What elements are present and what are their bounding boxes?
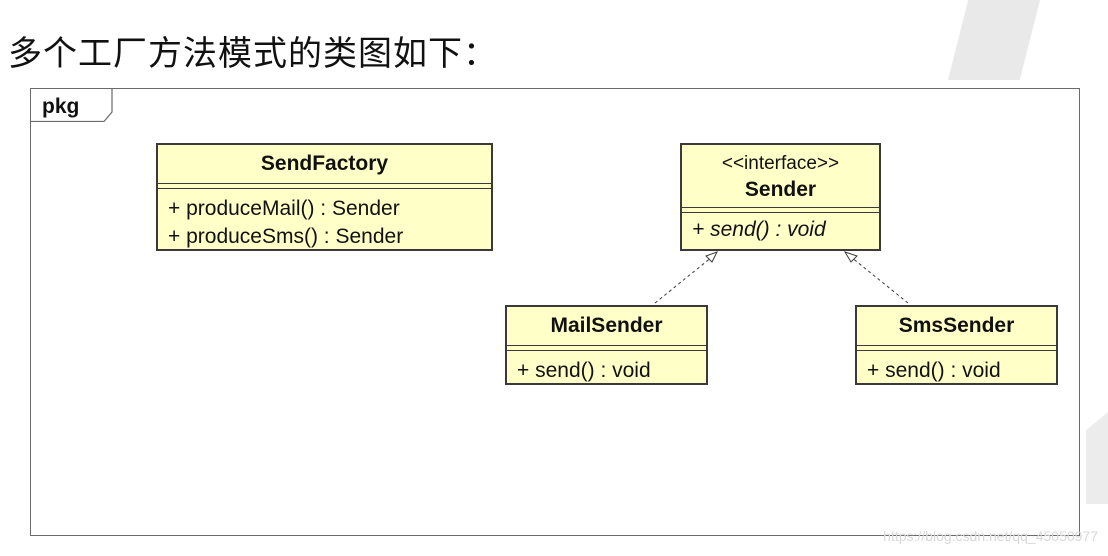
realization-smssender-sender	[843, 251, 909, 304]
class-name: Sender	[744, 178, 817, 201]
operations-compartment: + send() : void	[507, 350, 706, 385]
operation: + produceSms() : Sender	[168, 225, 404, 248]
operations-compartment: + send() : void	[857, 350, 1056, 385]
stereotype: <<interface>>	[721, 153, 840, 174]
operation: + send() : void	[517, 359, 651, 382]
operation: + send() : void	[692, 218, 826, 241]
realization-mailsender-sender	[654, 251, 719, 304]
class-mailsender[interactable]: MailSender + send() : void	[505, 305, 708, 385]
attribute-compartment	[507, 345, 706, 350]
class-name: SendFactory	[260, 152, 389, 175]
interface-sender[interactable]: <<interface>> Sender + send() : void	[680, 143, 881, 251]
package-frame	[30, 88, 1080, 536]
watermark-text: https://blog.csdn.net/qq_45050977	[883, 528, 1098, 544]
operations-compartment: + produceMail() : Sender + produceSms() …	[158, 188, 491, 251]
class-name: MailSender	[550, 314, 663, 337]
attribute-compartment	[158, 183, 491, 188]
package-label: pkg	[42, 95, 80, 118]
package-tab	[30, 88, 113, 122]
attribute-compartment	[682, 207, 879, 212]
class-smssender[interactable]: SmsSender + send() : void	[855, 305, 1058, 385]
operations-compartment: + send() : void	[682, 212, 879, 243]
operation: + produceMail() : Sender	[168, 197, 400, 220]
class-sendfactory[interactable]: SendFactory + produceMail() : Sender + p…	[156, 143, 493, 251]
attribute-compartment	[857, 345, 1056, 350]
operation: + send() : void	[867, 359, 1001, 382]
slide-heading: 多个工厂方法模式的类图如下：	[8, 34, 498, 74]
class-name: SmsSender	[898, 314, 1015, 337]
decorative-shape-right	[1086, 412, 1108, 504]
